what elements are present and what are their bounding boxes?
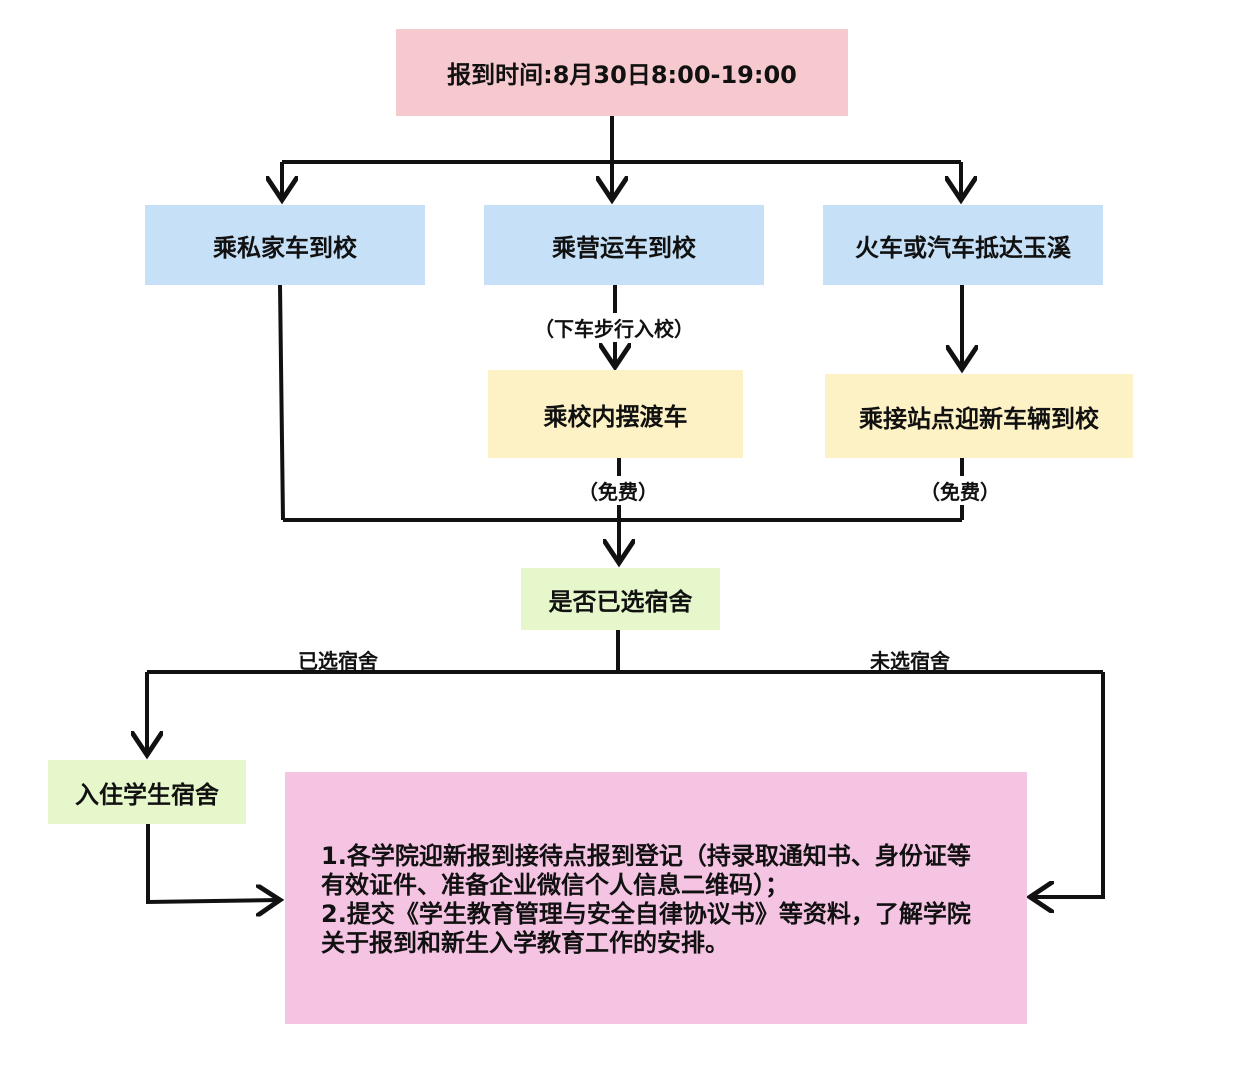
dorm-box: 入住学生宿舍 — [48, 760, 246, 824]
no-label: 未选宿舍 — [870, 649, 950, 673]
step-1: 1.各学院迎新报到接待点报到登记（持录取通知书、身份证等有效证件、准备企业微信个… — [321, 842, 971, 899]
decision-box: 是否已选宿舍 — [521, 568, 720, 630]
free-note-pickup: （免费） — [918, 476, 1002, 505]
yes-label: 已选宿舍 — [298, 649, 378, 673]
step-2: 2.提交《学生教育管理与安全自律协议书》等资料，了解学院关于报到和新生入学教育工… — [321, 900, 971, 957]
free-note-shuttle: （免费） — [576, 476, 660, 505]
private-car-box: 乘私家车到校 — [145, 205, 425, 285]
station-pickup-box: 乘接站点迎新车辆到校 — [825, 374, 1133, 458]
walk-note: （下车步行入校） — [532, 313, 696, 342]
shuttle-box: 乘校内摆渡车 — [488, 370, 743, 458]
start-time-box: 报到时间:8月30日8:00-19:00 — [396, 29, 848, 116]
registration-steps-box: 1.各学院迎新报到接待点报到登记（持录取通知书、身份证等有效证件、准备企业微信个… — [285, 772, 1027, 1024]
train-bus-box: 火车或汽车抵达玉溪 — [823, 205, 1103, 285]
commercial-vehicle-box: 乘营运车到校 — [484, 205, 764, 285]
